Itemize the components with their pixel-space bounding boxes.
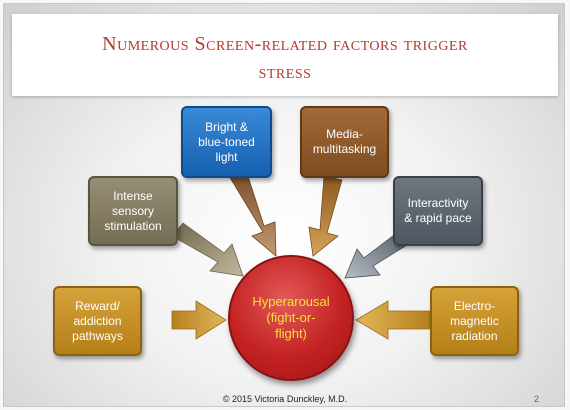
- arrow-sensory: [171, 222, 244, 277]
- factor-electromagnetic: Electro- magnetic radiation: [430, 286, 519, 356]
- factor-bright-light: Bright & blue-toned light: [181, 106, 272, 178]
- factor-media-multitasking: Media- multitasking: [300, 106, 389, 178]
- slide-title-line-2: stress: [258, 61, 312, 83]
- copyright-credit: © 2015 Victoria Dunckley, M.D.: [222, 394, 348, 404]
- factor-reward: Reward/ addiction pathways: [53, 286, 142, 356]
- factor-bright-light-label: Bright & blue-toned light: [198, 119, 255, 164]
- factor-interactivity: Interactivity & rapid pace: [393, 176, 483, 246]
- arrow-electromagnetic: [355, 300, 431, 340]
- slide-title: Numerous Screen-related factors trigger …: [12, 30, 558, 86]
- arrow-bright-light: [228, 169, 277, 257]
- arrow-reward: [171, 300, 227, 340]
- title-band: [12, 14, 558, 96]
- hyperarousal-hub-label: Hyperarousal (fight-or- flight): [252, 294, 330, 341]
- factor-sensory: Intense sensory stimulation: [88, 176, 178, 246]
- page-number: 2: [534, 394, 540, 404]
- slide-title-line-1: Numerous Screen-related factors trigger: [102, 33, 468, 55]
- factor-media-multitasking-label: Media- multitasking: [312, 127, 377, 156]
- hyperarousal-hub: Hyperarousal (fight-or- flight): [228, 255, 354, 381]
- factor-reward-label: Reward/ addiction pathways: [72, 298, 123, 343]
- arrow-media-multitasking: [308, 175, 343, 257]
- factor-sensory-label: Intense sensory stimulation: [104, 188, 162, 233]
- factor-electromagnetic-label: Electro- magnetic radiation: [450, 298, 499, 343]
- factor-interactivity-label: Interactivity & rapid pace: [404, 196, 472, 225]
